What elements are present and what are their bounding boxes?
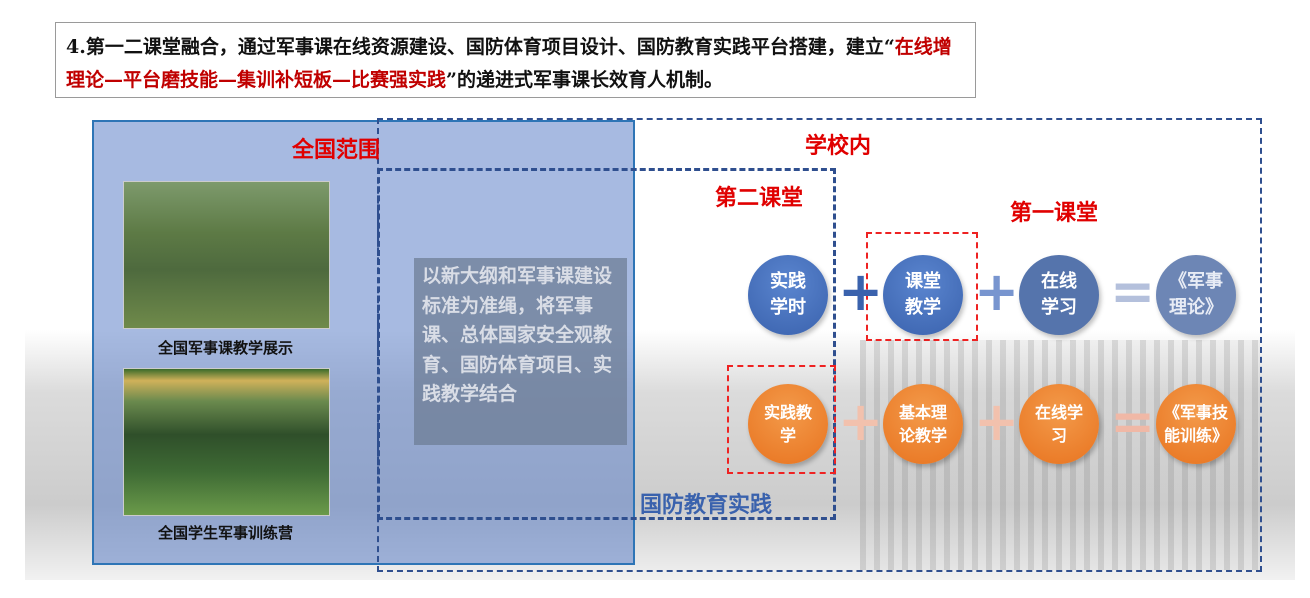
photo-caption: 全国军事课教学展示 [157,339,293,357]
plus-icon: + [974,390,1020,453]
second-class-box [377,168,836,520]
plus-icon: + [974,260,1020,323]
summary-text: 4.第一二课堂融合，通过军事课在线资源建设、国防体育项目设计、国防教育实践平台搭… [66,36,895,58]
defense-practice-label: 国防教育实践 [640,493,773,518]
node-classroom-teaching: 课堂教学 [883,255,963,335]
highlight-box [727,365,836,474]
photo-caption: 全国学生军事训练营 [157,524,293,542]
node-basic-theory: 基本理论教学 [883,384,963,464]
training-camp-photo [123,368,330,516]
summary-highlight: 在线增理论—平台磨技能—集训补短板—比赛强实践 [66,36,952,91]
result-military-theory: 《军事理论》 [1156,255,1236,335]
second-class-label: 第二课堂 [715,186,804,211]
plus-icon: + [838,260,884,323]
teaching-display-photo [123,181,330,329]
node-practice-hours: 实践学时 [748,255,828,335]
node-online-learning: 在线学习 [1019,384,1099,464]
first-class-label: 第一课堂 [1010,201,1099,226]
summary-box: 4.第一二课堂融合，通过军事课在线资源建设、国防体育项目设计、国防教育实践平台搭… [55,22,976,98]
node-practice-teaching: 实践教学 [748,384,828,464]
national-scope-label: 全国范围 [292,138,381,163]
plus-icon: + [838,390,884,453]
equals-icon: = [1110,260,1156,323]
node-online-learning: 在线学习 [1019,255,1099,335]
highlight-box [866,232,978,341]
equals-icon: = [1110,390,1156,453]
summary-suffix: ”的递进式军事课长效育人机制。 [446,69,723,91]
result-military-skills: 《军事技能训练》 [1156,384,1236,464]
description-box: 以新大纲和军事课建设标准为准绳，将军事课、总体国家安全观教育、国防体育项目、实践… [414,258,627,445]
school-scope-label: 学校内 [805,134,872,159]
